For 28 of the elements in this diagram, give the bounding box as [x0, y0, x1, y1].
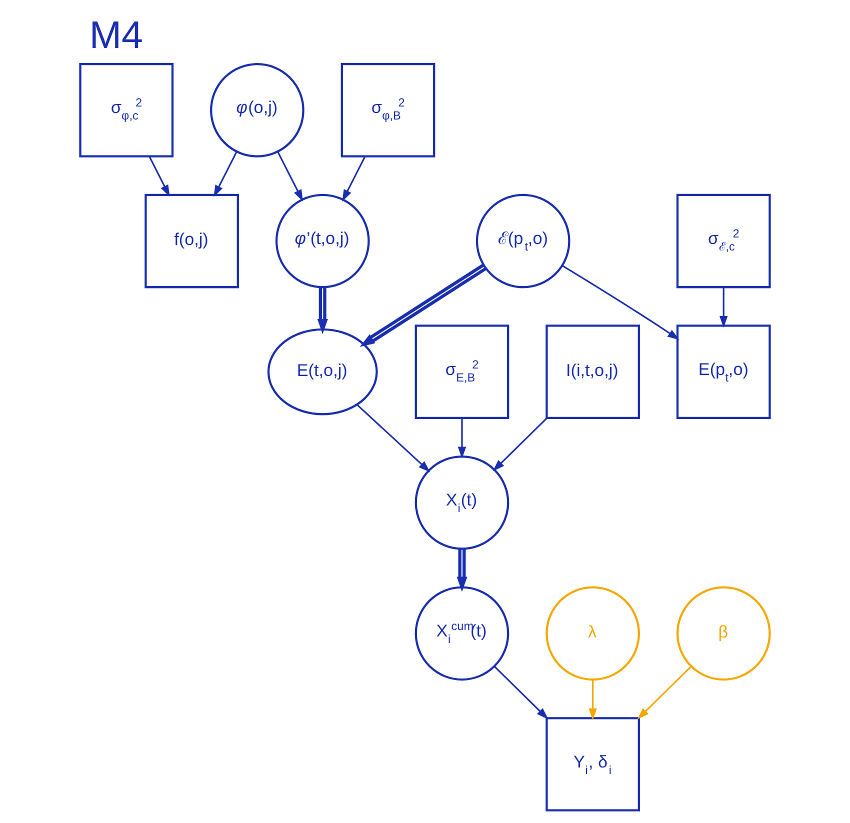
- node-circle: X$_{i}$$^{cum}$(t): [414, 586, 510, 681]
- arrow: [148, 156, 170, 197]
- arrow: [637, 666, 692, 720]
- arrow: [719, 287, 728, 328]
- node-circle: X$_{i}$(t): [414, 455, 510, 550]
- node-circle: ℰ(p$_{t}$,o): [476, 194, 570, 288]
- arrow: [277, 151, 304, 202]
- arrow: [360, 264, 486, 347]
- arrow: [492, 418, 548, 472]
- arrow: [214, 151, 238, 197]
- arrow: [458, 418, 466, 459]
- arrow: [356, 404, 430, 472]
- node-circle: φ(o,j): [210, 63, 304, 158]
- diagram-title: M4: [89, 14, 144, 57]
- node-box: E(p$_{t}$,o): [676, 324, 771, 419]
- node-circle: β: [676, 586, 771, 681]
- arrow: [588, 680, 597, 720]
- arrow: [456, 549, 468, 592]
- arrow: [342, 156, 366, 202]
- arrow: [494, 666, 548, 720]
- node-box: Y$_{i}$, δ$_{i}$: [546, 717, 640, 812]
- node-circle: λ: [546, 586, 640, 681]
- node-ellipse: E(t,o,j): [267, 328, 378, 416]
- node-box: f(o,j): [144, 194, 239, 288]
- arrow: [562, 264, 680, 340]
- node-box: I(i,t,o,j): [546, 324, 640, 419]
- arrow: [317, 287, 328, 334]
- node-circle: φ’(t,o,j): [275, 194, 370, 288]
